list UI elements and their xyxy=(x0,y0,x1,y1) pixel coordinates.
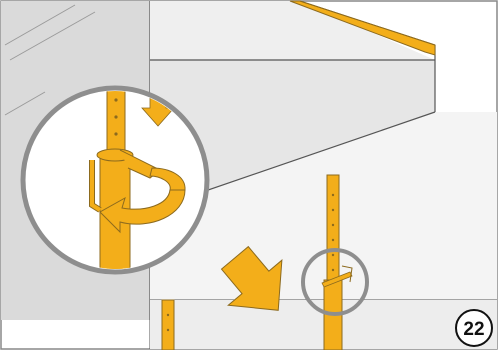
step-badge: 22 xyxy=(456,310,492,346)
step-number: 22 xyxy=(463,319,484,340)
prop-left-lower xyxy=(162,300,174,350)
